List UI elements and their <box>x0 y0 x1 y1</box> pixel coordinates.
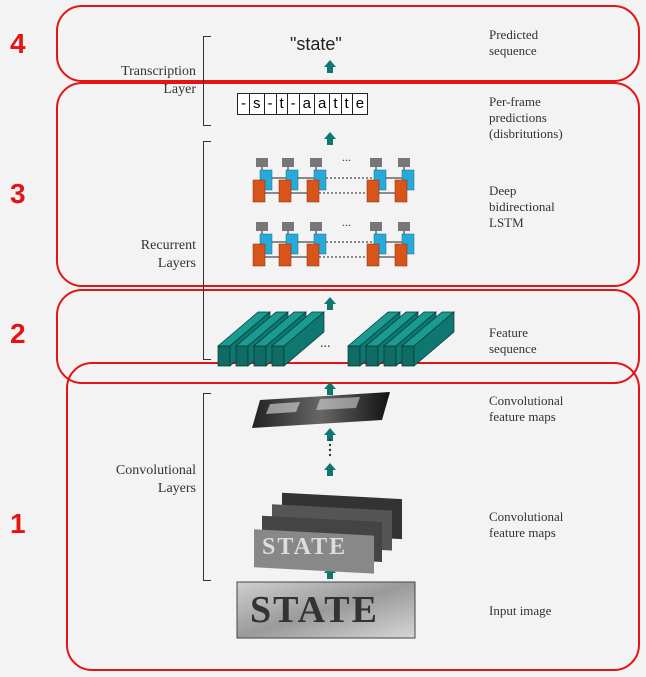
lstm-cell <box>306 158 374 203</box>
region-number-3: 3 <box>10 178 26 209</box>
dot <box>328 453 332 457</box>
region-box-3 <box>56 82 640 287</box>
lstm-cell <box>252 222 286 267</box>
region-number-4: 4 <box>10 28 26 59</box>
feature-bar <box>401 311 455 367</box>
lstm-cell <box>366 158 402 203</box>
convolutional-bracket <box>203 393 211 581</box>
up-arrow <box>324 463 336 476</box>
up-arrow <box>324 60 336 73</box>
conv-feature-maps-top-label: Convolutional feature maps <box>489 393 564 424</box>
lstm-cell <box>278 222 314 267</box>
region-box-2 <box>56 289 640 384</box>
input-image-text: STATE <box>250 589 379 631</box>
input-image <box>236 581 416 639</box>
lstm-cell <box>394 222 415 267</box>
lstm-cell <box>278 158 314 203</box>
feature-bar <box>271 311 325 367</box>
conv-feature-maps-bottom-label: Convolutional feature maps <box>489 509 564 540</box>
predicted-sequence-label: Predicted sequence <box>489 27 539 58</box>
feature-sequence-label: Feature sequence <box>489 325 537 356</box>
per-frame-char: e <box>351 93 369 115</box>
region-number-1: 1 <box>10 508 26 539</box>
feature-ellipsis: ... <box>320 336 331 351</box>
conv-feature-map-top <box>252 392 390 428</box>
region-number-2: 2 <box>10 318 26 349</box>
dot <box>328 443 332 447</box>
lstm-cell <box>394 158 415 203</box>
per-frame-char: a <box>314 93 331 115</box>
dot <box>328 438 332 442</box>
transcription-bracket <box>203 36 211 126</box>
transcription-layer-label: Transcription Layer <box>121 64 196 97</box>
lstm-cell <box>366 222 402 267</box>
lstm-cell <box>252 158 286 203</box>
per-frame-predictions-label: Per-frame predictions (disbritutions) <box>489 94 563 141</box>
up-arrow <box>324 297 336 310</box>
convolutional-layers-label: Convolutional Layers <box>115 463 196 496</box>
up-arrow <box>324 382 336 395</box>
region-box-4 <box>56 5 640 82</box>
recurrent-bracket <box>203 141 211 360</box>
lstm-cell <box>306 222 374 267</box>
predicted-sequence-text: "state" <box>290 34 342 54</box>
lstm-ellipsis-top: ... <box>342 150 351 164</box>
stack-image-text: STATE <box>262 534 348 560</box>
lstm-ellipsis-bottom: ... <box>342 215 351 229</box>
up-arrow <box>324 428 336 441</box>
recurrent-layers-label: Recurrent Layers <box>140 238 196 271</box>
conv-feature-map-stack <box>254 492 402 574</box>
lstm-label: Deep bidirectional LSTM <box>489 183 555 230</box>
input-image-label: Input image <box>489 603 552 618</box>
dot <box>328 448 332 452</box>
up-arrow <box>324 132 336 145</box>
